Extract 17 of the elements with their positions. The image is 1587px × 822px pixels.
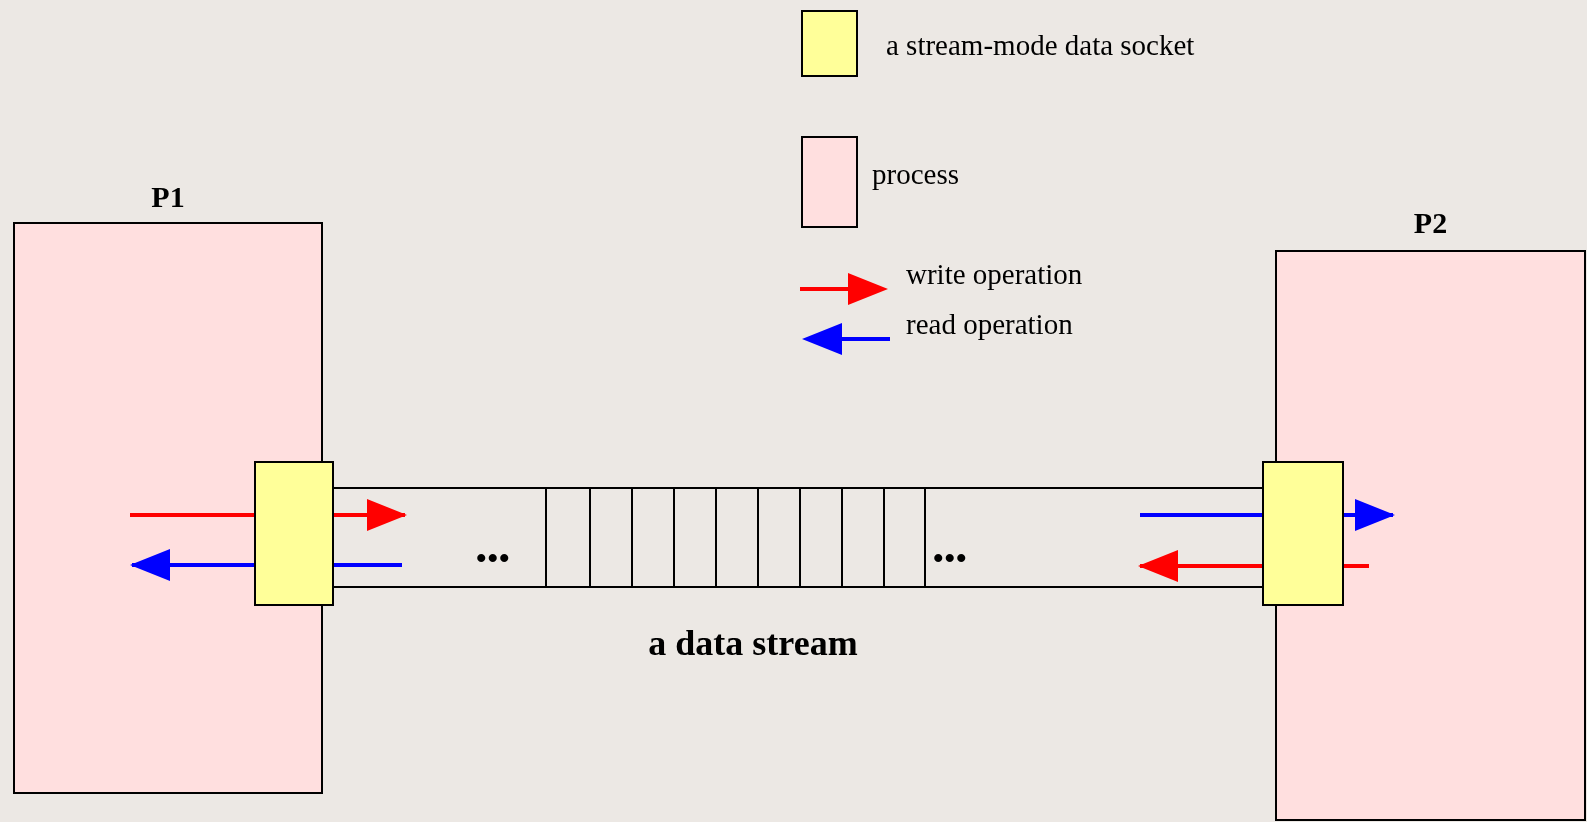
- legend-label: read operation: [906, 307, 1073, 341]
- process-label: P1: [151, 180, 185, 214]
- legend-label: write operation: [906, 257, 1083, 291]
- arrow: [130, 549, 254, 581]
- connector-line: [1344, 564, 1369, 568]
- arrow: [1344, 499, 1395, 531]
- arrow: [1138, 550, 1262, 582]
- legend-label: process: [872, 157, 959, 191]
- connector-line: [1140, 513, 1262, 517]
- ellipsis-label: •••: [476, 543, 511, 573]
- ellipsis-label: •••: [933, 543, 968, 573]
- arrow: [334, 499, 407, 531]
- process-label: P2: [1413, 206, 1448, 240]
- stream-caption: a data stream: [648, 623, 858, 663]
- connector-line: [334, 563, 402, 567]
- connector-line: [130, 513, 254, 517]
- legend-label: a stream-mode data socket: [886, 28, 1195, 62]
